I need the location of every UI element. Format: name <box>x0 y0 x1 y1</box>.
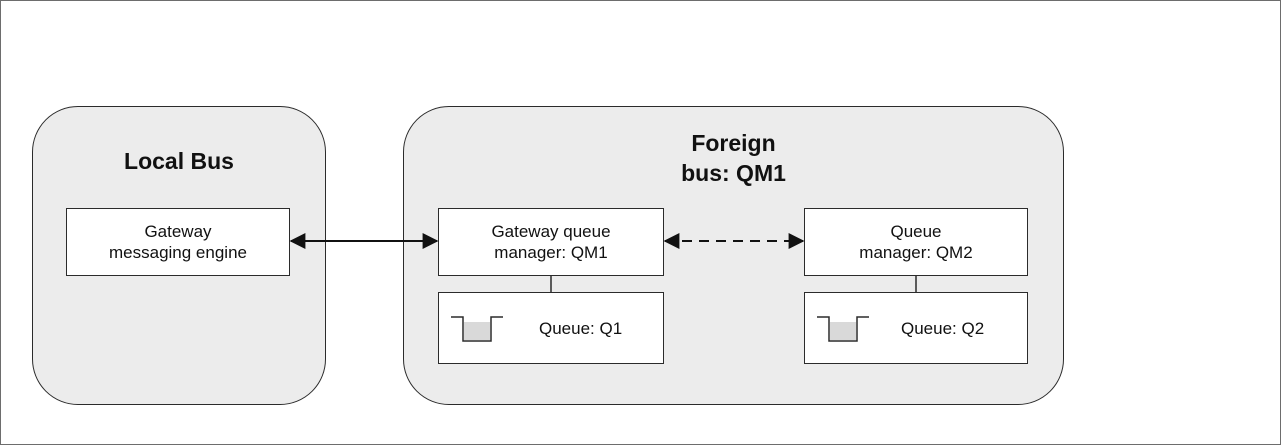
queue-manager-qm2: Queue manager: QM2 <box>804 208 1028 276</box>
gateway-qm-line2: manager: QM1 <box>494 243 608 262</box>
queue-icon <box>817 316 869 342</box>
qm2-line2: manager: QM2 <box>859 243 973 262</box>
queue-q1-label: Queue: Q1 <box>539 319 623 338</box>
foreign-bus-title-line1: Foreign <box>691 130 776 156</box>
queue-q2-label: Queue: Q2 <box>901 319 985 338</box>
foreign-bus-title-line2: bus: QM1 <box>681 160 786 186</box>
gateway-messaging-engine: Gateway messaging engine <box>66 208 290 276</box>
gateway-engine-line1: Gateway <box>144 222 212 241</box>
gateway-qm-line1: Gateway queue <box>491 222 611 241</box>
local-bus-title: Local Bus <box>124 148 234 174</box>
queue-icon <box>451 316 503 342</box>
gateway-engine-line2: messaging engine <box>109 243 247 262</box>
queue-q1-box: Queue: Q1 <box>438 292 664 364</box>
qm2-line1: Queue <box>890 222 942 241</box>
gateway-queue-manager: Gateway queue manager: QM1 <box>438 208 664 276</box>
queue-q2-box: Queue: Q2 <box>804 292 1028 364</box>
